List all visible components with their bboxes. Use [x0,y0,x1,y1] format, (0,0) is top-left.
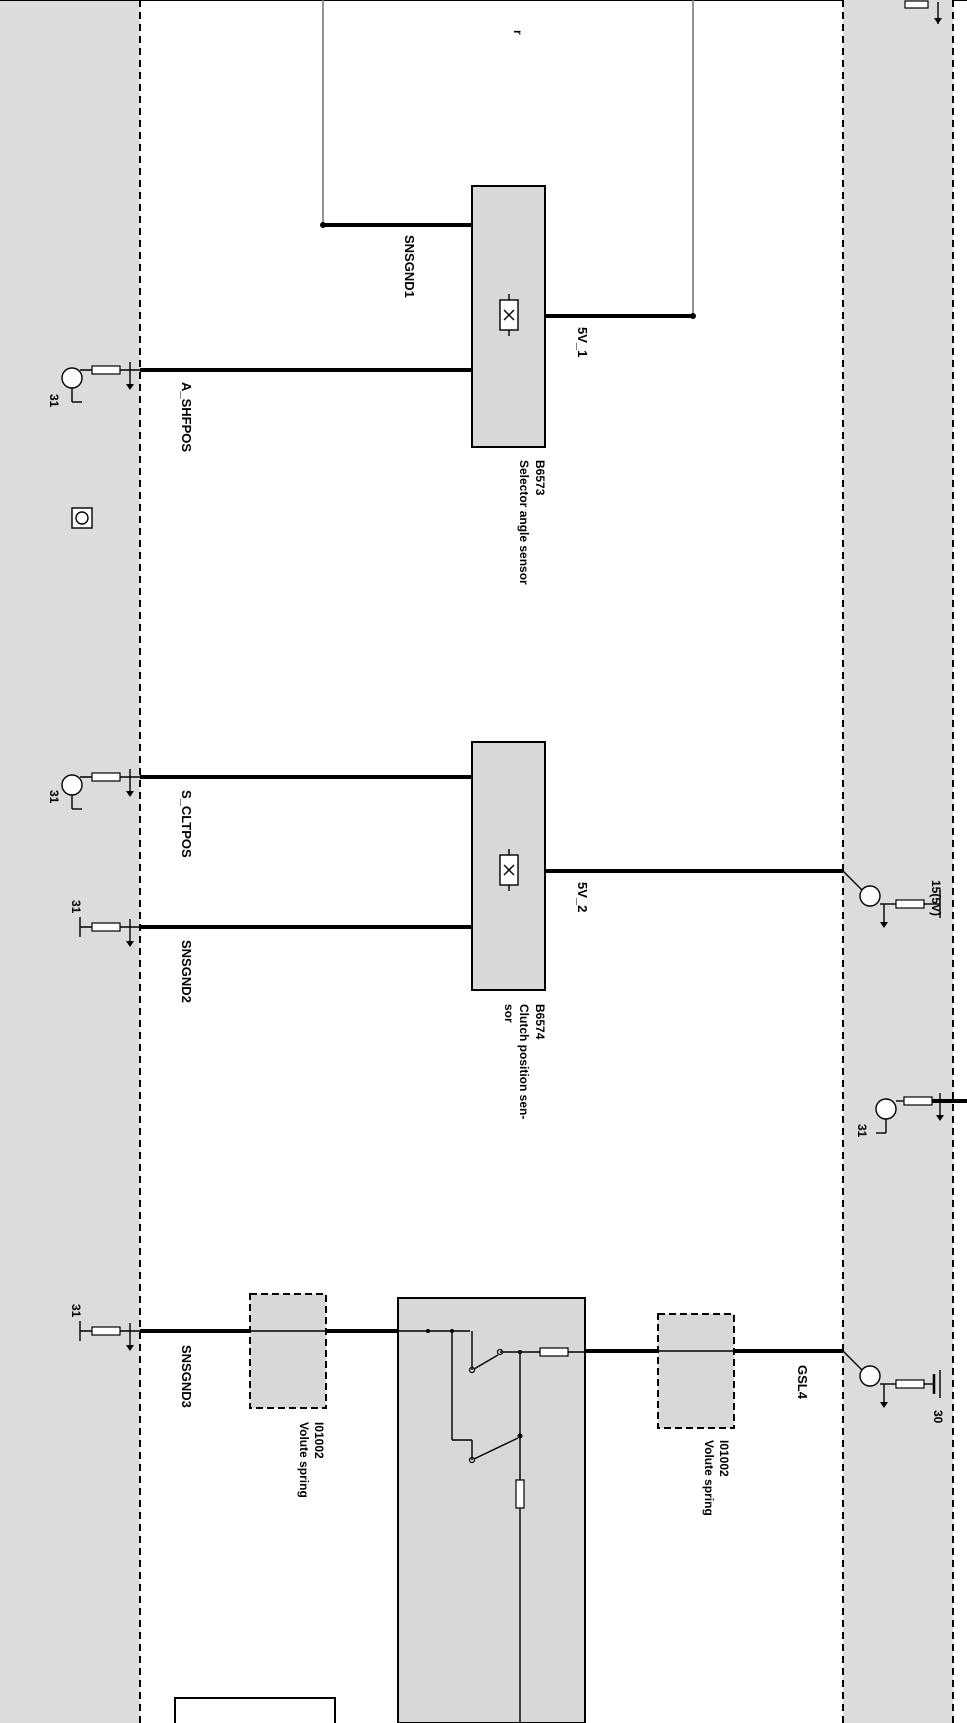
ground-icon [880,922,888,928]
svg-text:31: 31 [855,1124,869,1138]
a-shfpos-label: A_SHFPOS [179,382,194,452]
transistor-icon [859,885,881,907]
b6573-id: B6573 [533,460,547,496]
svg-text:31: 31 [69,900,83,914]
volute-spring-upper-id: I01002 [312,1422,326,1459]
volute-spring-lower-name: Volute spring [702,1440,716,1516]
b6574-id: B6574 [533,1004,547,1040]
hall-sensor-symbol-icon [71,507,93,529]
svg-text:30: 30 [931,1410,945,1424]
volute-spring-upper [249,1293,327,1409]
switch-assembly-box [397,1297,586,1723]
s-cltpos-driver: 31 [47,769,140,810]
svg-text:31: 31 [69,1304,83,1318]
gsl4-label: GSL4 [795,1365,810,1400]
volute-spring-lower-id: I01002 [717,1440,731,1477]
resistor-icon [903,1096,933,1106]
top-ground-icon [934,18,942,24]
snsgnd2-label: SNSGND2 [179,940,194,1003]
resistor-icon [895,1379,925,1389]
resistor-icon [91,365,121,375]
right-control-unit [843,0,953,1723]
5v-1-label: 5V_1 [575,327,590,357]
top-resistor-icon [904,0,929,9]
ground-icon [936,1115,944,1121]
ground-icon [126,384,134,390]
b6574-name-line2: sor [502,1004,516,1023]
ground-icon [126,1345,134,1351]
transistor-icon [859,1365,881,1387]
transistor-icon [61,774,83,796]
svg-text:31: 31 [47,790,61,804]
bottom-partial-component [174,1697,336,1723]
svg-text:31: 31 [47,394,61,408]
resistor-icon [895,899,925,909]
30-supply-driver: 30 [842,1350,945,1424]
15-5v-supply-driver: 15(5V) [842,870,943,928]
resistor-icon [91,922,121,932]
5v-2-label: 5V_2 [575,882,590,912]
s-cltpos-label: S_CLTPOS [179,790,194,858]
transistor-icon [875,1098,897,1120]
b6573-name: Selector angle sensor [517,460,531,585]
top-fragment-label: r [511,30,525,35]
switch-icon [398,1329,585,1723]
ground-icon [126,791,134,797]
volute-spring-lower [657,1313,735,1429]
ground-icon [880,1402,888,1408]
resistor-icon [91,772,121,782]
snsgnd1-label: SNSGND1 [402,235,417,298]
hall-sensor-icon [499,294,519,336]
mid-right-driver: 31 [855,1093,967,1138]
svg-text:15(5V): 15(5V) [929,880,943,916]
snsgnd3-label: SNSGND3 [179,1345,194,1408]
volute-spring-upper-name: Volute spring [297,1422,311,1498]
transistor-icon [61,367,83,389]
hall-sensor-icon [499,849,519,891]
a-shfpos-driver: 31 [47,362,140,408]
snsgnd2-ground: 31 [69,900,140,947]
left-control-unit [0,0,140,1723]
resistor-icon [91,1326,121,1336]
b6574-name-line1: Clutch position sen- [517,1004,531,1119]
snsgnd3-ground: 31 [69,1304,140,1351]
ground-icon [126,941,134,947]
